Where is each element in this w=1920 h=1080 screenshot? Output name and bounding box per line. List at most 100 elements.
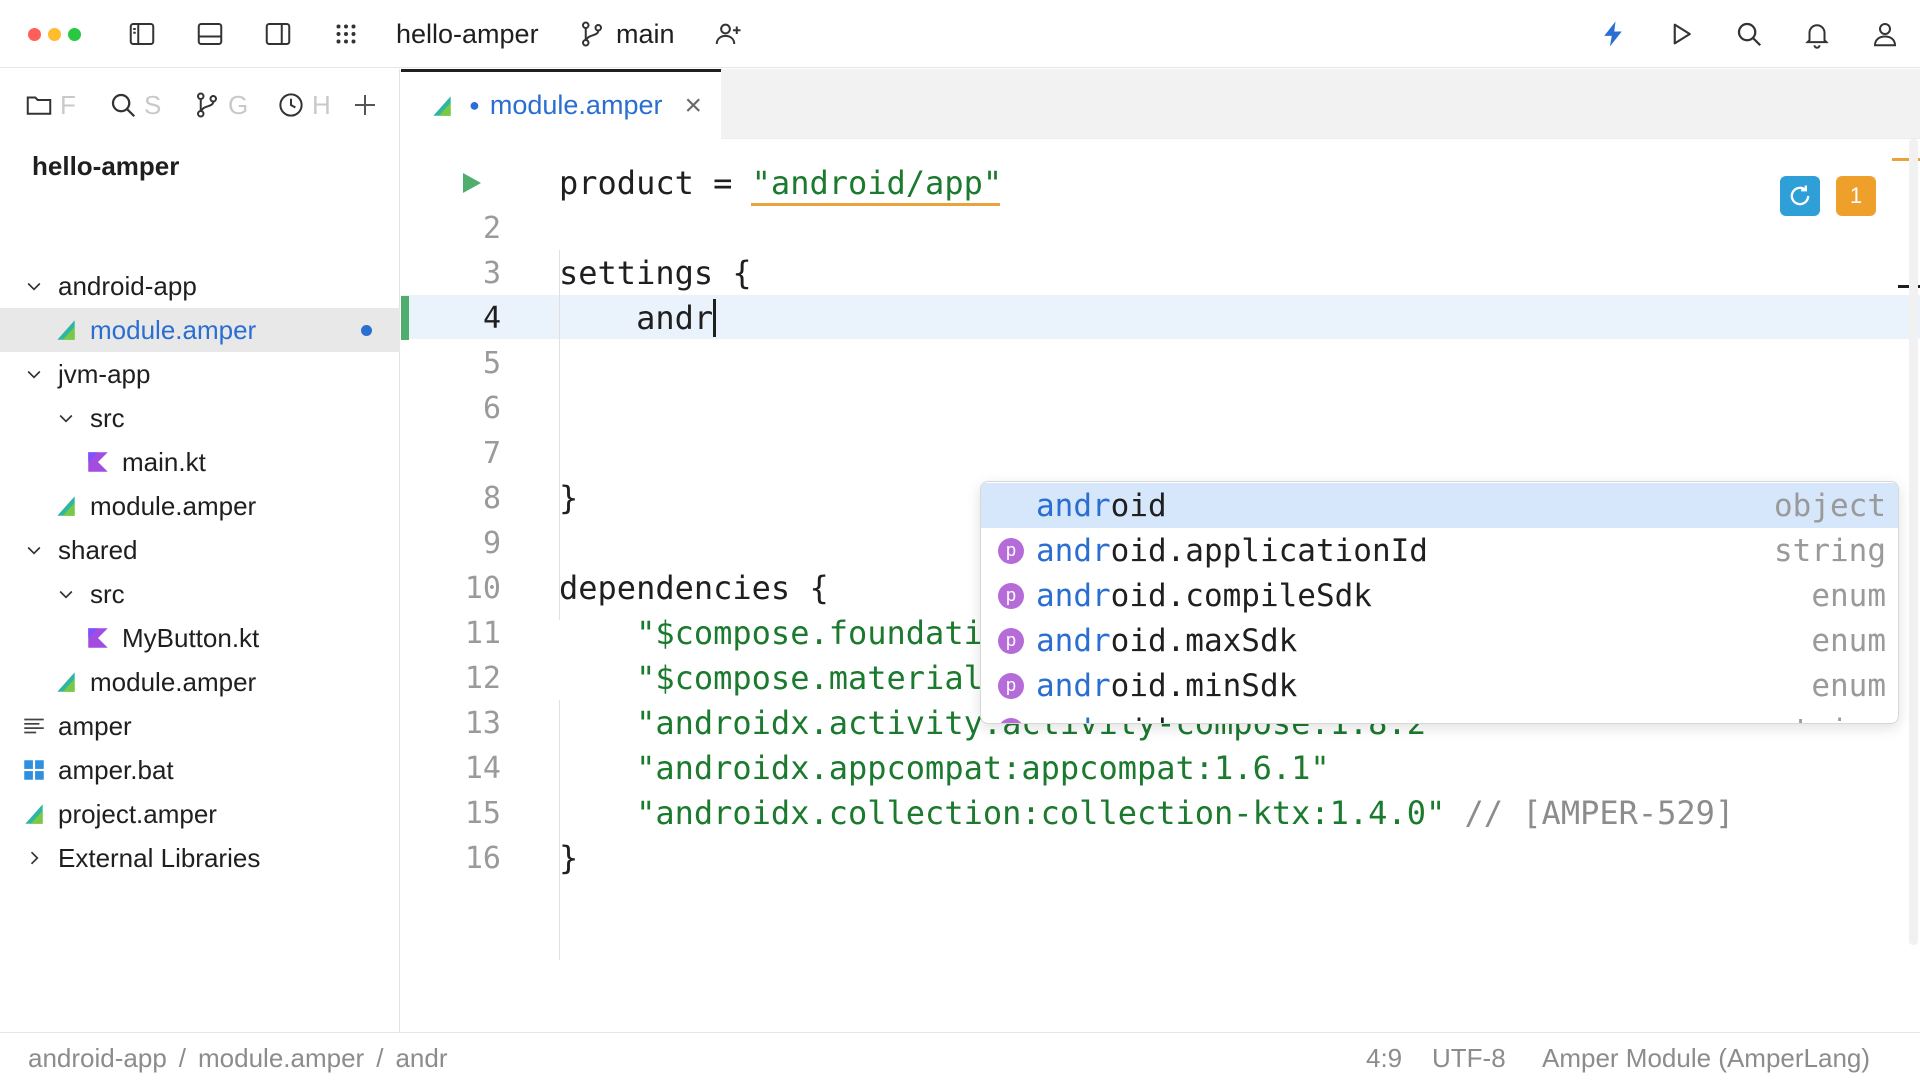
code-comment: // [AMPER-529] — [1445, 794, 1735, 832]
add-user-icon[interactable] — [708, 14, 748, 54]
tab-history-label: H — [312, 89, 331, 120]
tree-item[interactable]: shared — [0, 528, 400, 572]
run-gutter-icon[interactable] — [459, 171, 483, 195]
tree-item[interactable]: jvm-app — [0, 352, 400, 396]
code-line[interactable]: "androidx.collection:collection-ktx:1.4.… — [559, 791, 1734, 836]
tree-item-label: External Libraries — [58, 842, 261, 873]
reload-project-button[interactable] — [1780, 176, 1820, 216]
window-close-button[interactable] — [28, 28, 41, 41]
code-line[interactable]: product = "android/app" — [559, 161, 1002, 206]
window-maximize-button[interactable] — [68, 28, 81, 41]
close-tab-icon[interactable]: × — [684, 88, 702, 122]
vertical-scrollbar[interactable] — [1909, 139, 1918, 945]
tree-item[interactable]: android-app — [0, 264, 400, 308]
completion-item-type: string — [1774, 532, 1886, 569]
toggle-bottom-panel-icon[interactable] — [190, 14, 230, 54]
tab-search[interactable]: S — [108, 85, 161, 125]
branch-name[interactable]: main — [616, 19, 675, 49]
tree-item[interactable]: src — [0, 572, 400, 616]
add-tab-button[interactable] — [350, 85, 380, 125]
tree-item[interactable]: main.kt — [0, 440, 400, 484]
file-type[interactable]: Amper Module (AmperLang) — [1542, 1043, 1871, 1073]
git-branch-icon — [197, 92, 218, 118]
chevron-right-icon[interactable] — [20, 844, 48, 872]
tree-item[interactable]: External Libraries — [0, 836, 400, 880]
indent-guide — [559, 700, 560, 960]
tree-item-label: src — [90, 578, 125, 609]
completion-item-label: android.namespace — [1036, 713, 1353, 724]
code-line[interactable]: settings { — [559, 251, 752, 296]
notifications-bell-icon[interactable] — [1797, 14, 1837, 54]
run-icon[interactable] — [1661, 14, 1701, 54]
search-icon[interactable] — [1729, 14, 1769, 54]
tab-module-amper[interactable]: ● module.amper × — [401, 69, 721, 139]
tree-item-label: android-app — [58, 270, 197, 301]
code-token — [559, 614, 636, 652]
code-token — [559, 794, 636, 832]
change-marker — [401, 296, 409, 340]
string-literal: "android/app" — [751, 164, 1003, 202]
tree-item[interactable]: module.amper — [0, 308, 400, 352]
tree-item[interactable]: MyButton.kt — [0, 616, 400, 660]
window-minimize-button[interactable] — [48, 28, 61, 41]
completion-match: andr — [1036, 622, 1111, 659]
tab-git[interactable]: G — [192, 85, 248, 125]
warnings-count-badge[interactable]: 1 — [1836, 176, 1876, 216]
chevron-down-icon[interactable] — [20, 536, 48, 564]
completion-item-label: android.compileSdk — [1036, 578, 1372, 614]
project-sidebar: F S G H hello-amper android-app module.am… — [0, 69, 400, 1032]
scroll-warning-marker — [1892, 158, 1920, 161]
code-token: } — [559, 839, 579, 877]
chevron-down-icon[interactable] — [52, 404, 80, 432]
breadcrumb-item[interactable]: module.amper — [198, 1043, 365, 1073]
amper-file-icon — [52, 492, 80, 520]
tree-item[interactable]: project.amper — [0, 792, 400, 836]
apps-grid-icon[interactable] — [326, 14, 366, 54]
code-line[interactable]: "androidx.appcompat:appcompat:1.6.1" — [559, 746, 1330, 791]
line-number: 10 — [464, 571, 501, 606]
tree-item[interactable]: amper.bat — [0, 748, 400, 792]
file-encoding[interactable]: UTF-8 — [1432, 1043, 1506, 1073]
code-line[interactable]: "$compose.material3" — [559, 656, 1021, 701]
tree-item-label: amper.bat — [58, 754, 174, 785]
breadcrumb-item[interactable]: andr — [395, 1043, 448, 1073]
code-line[interactable]: "$compose.foundation" — [559, 611, 1041, 656]
plus-icon — [355, 95, 375, 115]
toggle-left-panel-icon[interactable] — [122, 14, 162, 54]
tree-item[interactable]: module.amper — [0, 660, 400, 704]
cursor-position[interactable]: 4:9 — [1366, 1043, 1403, 1073]
chevron-down-icon[interactable] — [20, 272, 48, 300]
code-line[interactable]: } — [559, 476, 578, 521]
code-line[interactable]: dependencies { — [559, 566, 829, 611]
amper-file-icon — [20, 800, 48, 828]
project-root-label[interactable]: hello-amper — [32, 151, 180, 181]
completion-rest: oid — [1110, 487, 1167, 524]
code-token — [559, 749, 636, 787]
chevron-down-icon[interactable] — [52, 580, 80, 608]
tab-files[interactable]: F — [24, 85, 76, 125]
tab-history[interactable]: H — [276, 85, 331, 125]
user-account-icon[interactable] — [1865, 14, 1905, 54]
completion-item-label: android — [1036, 488, 1167, 524]
code-line[interactable]: } — [559, 836, 578, 881]
tree-item[interactable]: amper — [0, 704, 400, 748]
tree-item[interactable]: src — [0, 396, 400, 440]
project-name[interactable]: hello-amper — [396, 19, 539, 49]
chevron-down-icon[interactable] — [20, 360, 48, 388]
completion-rest: oid.maxSdk — [1110, 622, 1298, 659]
tree-item[interactable]: module.amper — [0, 484, 400, 528]
code-line[interactable]: andr — [559, 296, 713, 341]
text-cursor — [713, 299, 716, 337]
breadcrumb-item[interactable]: android-app — [28, 1043, 167, 1073]
toggle-right-panel-icon[interactable] — [258, 14, 298, 54]
code-token: product = — [559, 164, 752, 202]
lightning-icon[interactable] — [1593, 14, 1633, 54]
